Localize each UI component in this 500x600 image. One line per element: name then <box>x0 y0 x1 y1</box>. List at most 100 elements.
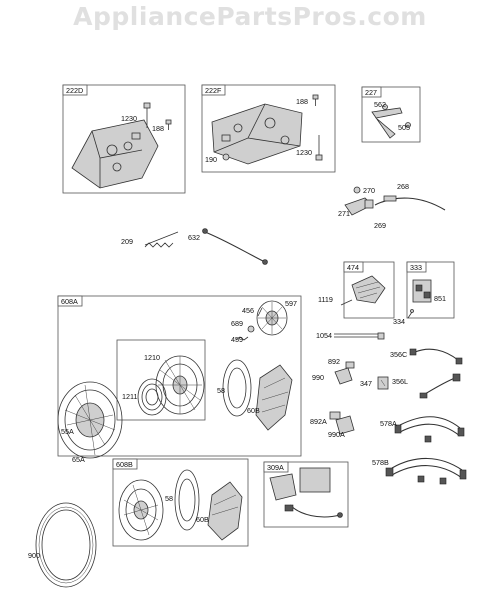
solenoid-474-drawing <box>351 275 386 304</box>
part-label-188: 188 <box>296 97 308 106</box>
harness-578B-drawing <box>385 457 467 485</box>
spring-209-drawing <box>144 231 179 248</box>
part-label-190: 190 <box>205 155 217 164</box>
part-label-55A: 55A <box>61 427 74 436</box>
tube-1054-drawing <box>334 332 385 340</box>
part-label-356C: 356C <box>390 350 407 359</box>
group-box-333 <box>406 261 455 319</box>
part-label-851: 851 <box>434 294 446 303</box>
part-label-892: 892 <box>328 357 340 366</box>
group-box-608B <box>112 458 249 547</box>
part-label-347: 347 <box>360 379 372 388</box>
screw-1119-drawing <box>340 299 353 306</box>
starter-58-608A-drawing <box>222 359 252 417</box>
part-label-270: 270 <box>363 186 375 195</box>
part-label-269: 269 <box>374 221 386 230</box>
part-label-1210: 1210 <box>144 353 160 362</box>
part-label-578B: 578B <box>372 458 389 467</box>
knob-990A-drawing <box>335 415 355 435</box>
part-label-58: 58 <box>165 494 173 503</box>
group-tag-474: 474 <box>343 261 364 273</box>
group-box-309A <box>263 461 349 528</box>
group-label-474: 474 <box>347 263 359 272</box>
control-bracket-222D-drawing <box>71 119 159 189</box>
control-bracket-222F-drawing <box>211 103 303 165</box>
pawl-689-drawing <box>247 325 255 333</box>
starter-58-608B-drawing <box>174 469 200 531</box>
part-label-632: 632 <box>188 233 200 242</box>
screw-188-222D-drawing <box>165 119 172 130</box>
switch-347-drawing <box>377 376 389 390</box>
starter-motor-309A-drawing <box>269 467 343 518</box>
knob-990-drawing <box>334 367 353 385</box>
screw-334-drawing <box>407 309 414 319</box>
group-label-222F: 222F <box>205 86 222 95</box>
group-tag-222D: 222D <box>62 84 88 96</box>
group-label-222D: 222D <box>66 86 83 95</box>
part-label-65A: 65A <box>72 455 85 464</box>
group-label-608A: 608A <box>61 297 78 306</box>
cup-597-drawing <box>256 300 288 336</box>
group-tag-309A: 309A <box>263 461 289 473</box>
part-label-209: 209 <box>121 237 133 246</box>
housing-60B-608A-drawing <box>255 364 293 431</box>
nut-270-drawing <box>353 186 361 194</box>
nut-190-drawing <box>222 153 230 161</box>
screw-1230-222F-drawing <box>315 135 323 161</box>
harness-578A-drawing <box>394 416 465 443</box>
pulley-1210-drawing <box>155 355 205 415</box>
part-label-505: 505 <box>398 123 410 132</box>
group-tag-608B: 608B <box>112 458 138 470</box>
part-label-271: 271 <box>338 209 350 218</box>
part-label-689: 689 <box>231 319 243 328</box>
group-box-222D <box>62 84 186 194</box>
part-label-1211: 1211 <box>122 392 137 401</box>
group-tag-608A: 608A <box>57 295 83 307</box>
spring-459-drawing <box>235 336 249 341</box>
group-box-608A-inner <box>116 339 206 421</box>
switch-892A-drawing <box>329 411 341 420</box>
group-tag-227: 227 <box>361 86 382 98</box>
part-label-334: 334 <box>393 317 405 326</box>
group-box-222F <box>201 84 336 173</box>
screw-188-222F-drawing <box>312 94 319 106</box>
group-tag-222F: 222F <box>201 84 226 96</box>
part-label-892A: 892A <box>310 417 327 426</box>
part-label-990: 990 <box>312 373 324 382</box>
group-label-608B: 608B <box>116 460 133 469</box>
screen-900-drawing <box>35 502 97 588</box>
part-label-60B: 60B <box>196 515 209 524</box>
part-label-459: 459 <box>231 335 243 344</box>
part-label-356L: 356L <box>392 377 408 386</box>
part-label-1230: 1230 <box>296 148 312 157</box>
housing-60B-608B-drawing <box>207 481 243 541</box>
screw-456-drawing <box>257 307 263 317</box>
part-label-597: 597 <box>285 299 297 308</box>
part-label-578A: 578A <box>380 419 397 428</box>
armature-333-drawing <box>412 279 432 303</box>
group-tag-333: 333 <box>406 261 427 273</box>
spring-1211-drawing <box>137 378 167 416</box>
group-box-474 <box>343 261 395 319</box>
part-label-562: 562 <box>374 100 386 109</box>
part-label-900: 900 <box>28 551 40 560</box>
control-269-drawing <box>364 199 374 209</box>
wire-632-drawing <box>202 228 268 265</box>
screw-1230-222D-drawing <box>143 102 151 128</box>
harness-356C-drawing <box>409 348 463 365</box>
harness-356L-drawing <box>419 373 461 399</box>
part-label-268: 268 <box>397 182 409 191</box>
group-label-309A: 309A <box>267 463 284 472</box>
group-label-227: 227 <box>365 88 377 97</box>
group-box-227 <box>361 86 421 143</box>
group-box-608A <box>57 295 302 457</box>
part-label-188: 188 <box>152 124 164 133</box>
part-label-1230: 1230 <box>121 114 137 123</box>
part-label-456: 456 <box>242 306 254 315</box>
cable-268-drawing <box>374 195 446 211</box>
part-label-1119: 1119 <box>318 295 333 304</box>
part-label-60B: 60B <box>247 406 260 415</box>
switch-892-drawing <box>345 361 355 369</box>
group-label-333: 333 <box>410 263 422 272</box>
